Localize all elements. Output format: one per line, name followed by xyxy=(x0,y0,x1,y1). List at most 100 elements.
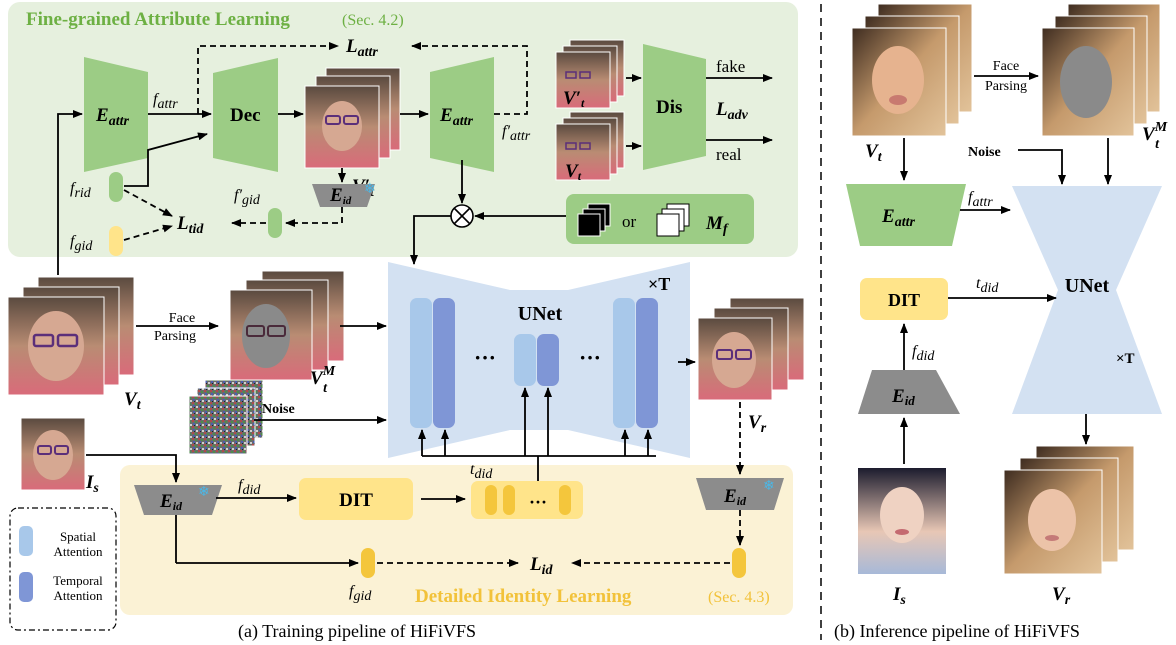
f-gid-prime-token xyxy=(268,208,282,238)
l-id-label: Lid xyxy=(529,554,553,578)
noise-frames xyxy=(188,379,264,455)
l-attr-label: Lattr xyxy=(345,36,378,60)
discriminator-label: Dis xyxy=(656,97,682,118)
masked-target-frames xyxy=(229,270,345,381)
f-gid-token-bottom xyxy=(361,548,375,578)
face-parsing-label-2: Parsing xyxy=(154,329,196,344)
multiply-to-unet-arrow xyxy=(410,215,451,265)
frozen-snowflake-icon-2: ❄ xyxy=(198,484,210,500)
spatial-attention-block-2 xyxy=(613,298,635,428)
legend-temporal-label-1: Temporal xyxy=(53,573,103,588)
fake-frames-label: V′t xyxy=(563,88,585,110)
black-mask-icon xyxy=(577,203,611,237)
legend-spatial-label-2: Attention xyxy=(53,544,103,559)
fake-label: fake xyxy=(716,57,745,76)
f-did-label: fdid xyxy=(238,477,261,498)
v-t-label: Vt xyxy=(124,389,142,413)
t-did-token-box xyxy=(471,481,583,519)
attribute-encoder-2 xyxy=(430,57,494,172)
unet-training-label: UNet xyxy=(518,303,563,325)
f-rid-to-ltid-arrow xyxy=(123,189,173,217)
spatial-attention-block-mid xyxy=(514,334,536,386)
temporal-attention-block-mid xyxy=(537,334,559,386)
inf-attribute-encoder-label: Eattr xyxy=(881,206,915,230)
legend-temporal-label-2: Attention xyxy=(53,588,103,603)
legend-spatial-label-1: Spatial xyxy=(60,529,96,544)
f-rid-label: frid xyxy=(70,180,92,201)
or-label: or xyxy=(622,212,637,231)
training-caption: (a) Training pipeline of HiFiVFS xyxy=(238,621,476,642)
inf-noise-label: Noise xyxy=(968,145,1001,160)
white-mask-icon xyxy=(656,203,690,237)
legend-spatial-swatch xyxy=(19,526,33,556)
inf-noise-to-unet-arrow xyxy=(1018,149,1066,185)
is-to-eid-arrow xyxy=(86,454,180,483)
attribute-section-ref: (Sec. 4.2) xyxy=(342,12,404,29)
inf-v-r-label: Vr xyxy=(1052,584,1071,608)
inf-face-parsing-label-1: Face xyxy=(993,59,1019,74)
identity-encoder-frozen-2 xyxy=(134,485,222,515)
target-video-frames xyxy=(7,276,135,396)
identity-encoder-frozen-1-label: Eid xyxy=(329,185,352,207)
noise-label: Noise xyxy=(262,402,295,417)
real-frames-label: Vt xyxy=(565,161,582,183)
f-attr-label: fattr xyxy=(153,91,178,112)
attribute-encoder-2-label: Eattr xyxy=(439,105,473,129)
l-adv-label: Ladv xyxy=(715,99,749,123)
inf-unet xyxy=(1012,186,1162,414)
real-frames xyxy=(555,111,625,181)
eid-to-f-gid-prime-arrow xyxy=(285,207,343,227)
inf-source-image xyxy=(858,468,946,574)
f-gid-token-top xyxy=(109,226,123,256)
v-r-label: Vr xyxy=(748,412,767,436)
spatial-attention-block-1 xyxy=(410,298,432,428)
legend-box xyxy=(9,507,117,631)
inf-f-attr-label: fattr xyxy=(968,189,993,210)
inf-unet-label: UNet xyxy=(1065,275,1110,297)
m-f-label: Mf xyxy=(705,213,729,237)
frozen-snowflake-icon: ❄ xyxy=(364,181,376,197)
f-attr-prime-label: f′attr xyxy=(502,123,531,144)
unet-times-t-label: ×T xyxy=(648,274,670,294)
source-image xyxy=(20,417,86,491)
attribute-section-title: Fine-grained Attribute Learning xyxy=(26,9,290,30)
inf-identity-encoder-label: Eid xyxy=(891,386,915,408)
i-s-label: Is xyxy=(85,472,99,496)
discriminator xyxy=(643,44,706,170)
inf-dit-label: DIT xyxy=(888,290,920,310)
t-did-token-3 xyxy=(559,485,571,515)
inference-target-frames xyxy=(851,3,973,137)
identity-section-ref: (Sec. 4.3) xyxy=(708,589,770,606)
temporal-attention-block-1 xyxy=(433,298,455,428)
inference-masked-frames xyxy=(1041,3,1161,137)
l-tid-label: Ltid xyxy=(176,213,204,237)
inf-identity-encoder xyxy=(858,370,960,414)
ellipsis-left: ··· xyxy=(474,345,496,370)
inf-i-s-label: Is xyxy=(892,584,906,608)
temporal-attention-block-2 xyxy=(636,298,658,428)
f-rid-to-dec-arrow xyxy=(124,132,208,187)
inf-v-t-label: Vt xyxy=(865,141,883,165)
f-gid-token-right xyxy=(732,548,746,578)
identity-section-title: Detailed Identity Learning xyxy=(415,586,632,607)
identity-encoder-frozen-3-label: Eid xyxy=(723,486,747,508)
inf-face-parsing-label-2: Parsing xyxy=(985,79,1027,94)
f-rid-token xyxy=(109,172,123,202)
f-gid-label-bottom: fgid xyxy=(349,583,372,604)
ellipsis-right: ··· xyxy=(579,345,601,370)
dit-block-training xyxy=(299,478,413,520)
token-ellipsis: ··· xyxy=(529,492,547,512)
identity-encoder-frozen-2-label: Eid xyxy=(159,491,183,513)
attribute-encoder-1-label: Eattr xyxy=(95,105,129,129)
generated-target-frames xyxy=(304,67,401,169)
inf-f-did-label: fdid xyxy=(912,343,935,364)
fake-frames xyxy=(555,39,625,109)
identity-encoder-frozen-1 xyxy=(312,184,375,207)
inf-dit-block xyxy=(860,278,948,320)
face-parsing-label-1: Face xyxy=(169,311,195,326)
dit-training-label: DIT xyxy=(339,490,373,511)
frozen-snowflake-icon-3: ❄ xyxy=(763,478,775,494)
inf-times-t-label: ×T xyxy=(1116,351,1135,367)
